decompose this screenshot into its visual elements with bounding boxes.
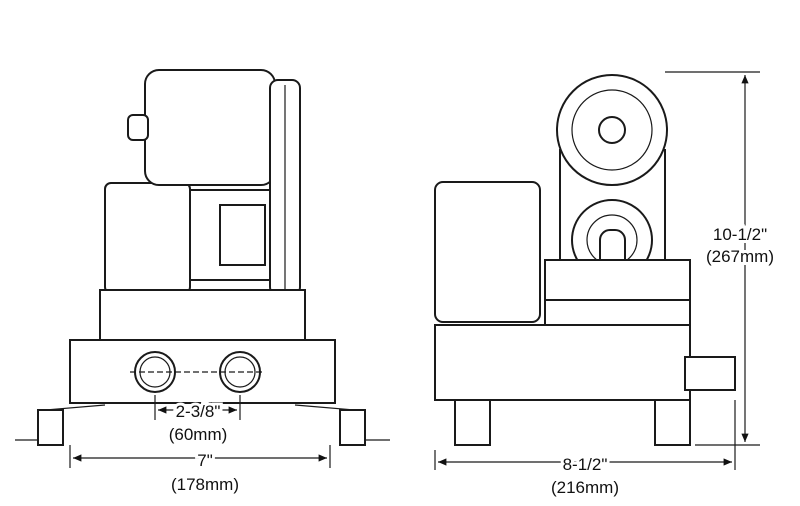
port-spacing-metric: (60mm) <box>169 425 228 444</box>
front-width-metric: (178mm) <box>171 475 239 494</box>
dimension-port-spacing: 2-3/8" (60mm) <box>154 395 241 444</box>
front-view <box>15 69 390 446</box>
side-view <box>434 74 736 446</box>
dimension-front-width: 7" (178mm) <box>69 445 331 494</box>
height-metric: (267mm) <box>706 247 774 266</box>
port-spacing-imperial: 2-3/8" <box>176 402 221 421</box>
front-width-imperial: 7" <box>197 451 213 470</box>
height-imperial: 10-1/2" <box>713 225 767 244</box>
side-length-imperial: 8-1/2" <box>563 455 608 474</box>
dimension-side-length: 8-1/2" (216mm) <box>434 400 736 497</box>
dimension-height: 10-1/2" (267mm) <box>665 71 777 446</box>
side-length-metric: (216mm) <box>551 478 619 497</box>
